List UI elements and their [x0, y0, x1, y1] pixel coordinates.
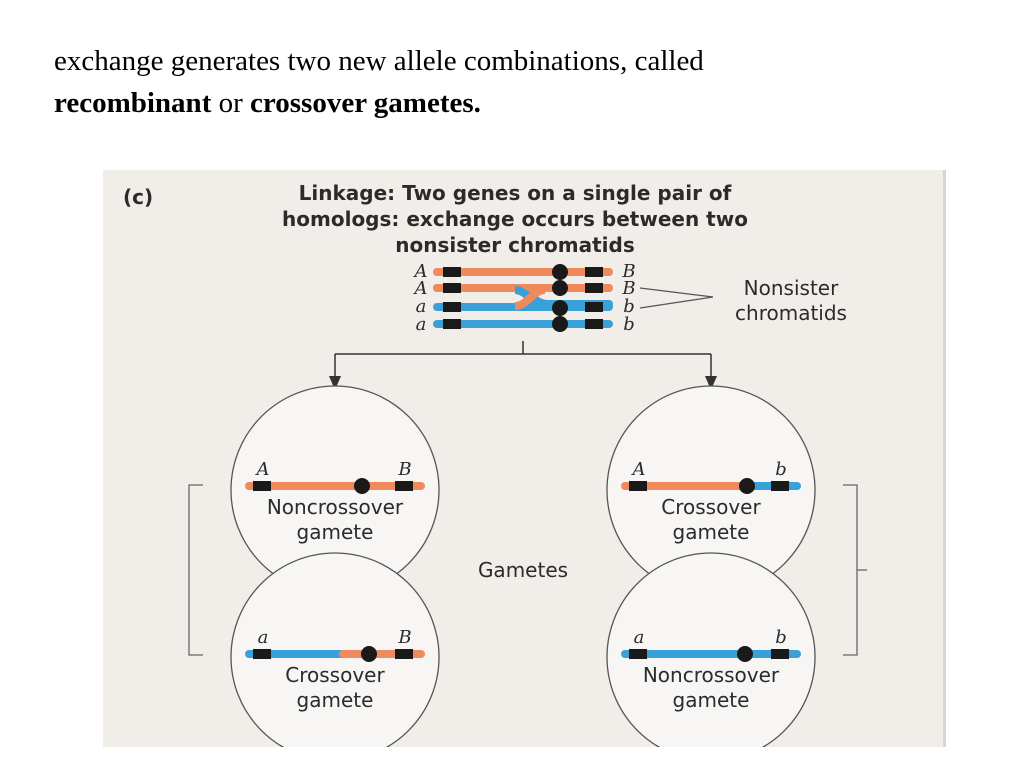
gamete-band-right — [395, 481, 413, 491]
gamete-allele-right: B — [397, 459, 411, 480]
gamete-band-right — [771, 481, 789, 491]
title-line-3: nonsister chromatids — [395, 233, 635, 257]
band-b3 — [585, 302, 603, 312]
allele-right-2: B — [621, 278, 635, 299]
gamete-bottom-left: a B Crossover gamete — [230, 552, 440, 747]
nonsister-label-1: Nonsister — [744, 276, 839, 300]
gamete-band-left — [253, 649, 271, 659]
gamete-word-label: gamete — [673, 688, 750, 712]
gamete-centromere — [361, 646, 377, 662]
band-b4 — [585, 319, 603, 329]
title-line-2: homologs: exchange occurs between two — [282, 207, 748, 231]
gamete-top-left: A B Noncrossover gamete — [230, 385, 440, 595]
right-bracket — [843, 484, 858, 656]
allele-right-4: b — [623, 314, 635, 335]
slide-line-2: recombinant or crossover gametes. — [54, 82, 954, 124]
allele-right-1: B — [621, 261, 635, 282]
allele-left-4: a — [416, 314, 427, 335]
term-recombinant: recombinant — [54, 87, 212, 119]
gamete-type-label: Crossover — [661, 495, 761, 519]
crossover-strand-orange — [514, 286, 546, 310]
gamete-allele-left: a — [634, 627, 645, 648]
allele-left-2: A — [413, 278, 428, 299]
gamete-allele-left: a — [258, 627, 269, 648]
allele-left-1: A — [413, 261, 428, 282]
gamete-allele-right: B — [397, 627, 411, 648]
gamete-band-left — [629, 481, 647, 491]
band-B1 — [585, 267, 603, 277]
connector-text: or — [211, 87, 251, 119]
gamete-word-label: gamete — [297, 520, 374, 544]
linkage-figure: (c) Linkage: Two genes on a single pair … — [103, 170, 946, 747]
gamete-centromere — [739, 478, 755, 494]
pointer-line-1 — [639, 287, 714, 298]
band-B2 — [585, 283, 603, 293]
chromatid-group: A A a a B B b b — [413, 261, 636, 335]
gamete-allele-right: b — [775, 459, 787, 480]
gamete-word-label: gamete — [297, 688, 374, 712]
slide-body-text: exchange generates two new allele combin… — [54, 40, 954, 124]
title-line-1: Linkage: Two genes on a single pair of — [299, 181, 732, 205]
gamete-band-right — [771, 649, 789, 659]
centromere-2 — [552, 280, 568, 296]
term-crossover-gametes: crossover gametes. — [250, 87, 481, 119]
gamete-bottom-right: a b Noncrossover gamete — [606, 552, 816, 747]
gamete-top-right: A b Crossover gamete — [606, 385, 816, 595]
linkage-diagram: (c) Linkage: Two genes on a single pair … — [123, 181, 867, 747]
gamete-band-left — [629, 649, 647, 659]
pointer-line-2 — [639, 296, 714, 309]
nonsister-label-2: chromatids — [735, 301, 847, 325]
gamete-band-right — [395, 649, 413, 659]
band-A2 — [443, 283, 461, 293]
band-a4 — [443, 319, 461, 329]
centromere-1 — [552, 264, 568, 280]
panel-label: (c) — [123, 185, 153, 209]
gamete-type-label: Crossover — [285, 663, 385, 687]
band-a3 — [443, 302, 461, 312]
gamete-band-left — [253, 481, 271, 491]
gamete-centromere — [354, 478, 370, 494]
gamete-word-label: gamete — [673, 520, 750, 544]
left-bracket — [188, 484, 203, 656]
gamete-type-label: Noncrossover — [267, 495, 404, 519]
band-A1 — [443, 267, 461, 277]
gamete-allele-left: A — [631, 459, 646, 480]
gamete-allele-right: b — [775, 627, 787, 648]
allele-right-3: b — [623, 296, 635, 317]
gamete-centromere — [737, 646, 753, 662]
centromere-3 — [552, 300, 568, 316]
gamete-type-label: Noncrossover — [643, 663, 780, 687]
gamete-allele-left: A — [255, 459, 270, 480]
centromere-4 — [552, 316, 568, 332]
arrow-right-head — [705, 376, 717, 390]
slide-line-1: exchange generates two new allele combin… — [54, 45, 704, 77]
arrow-left-head — [329, 376, 341, 390]
gametes-label: Gametes — [478, 558, 568, 582]
allele-left-3: a — [416, 296, 427, 317]
